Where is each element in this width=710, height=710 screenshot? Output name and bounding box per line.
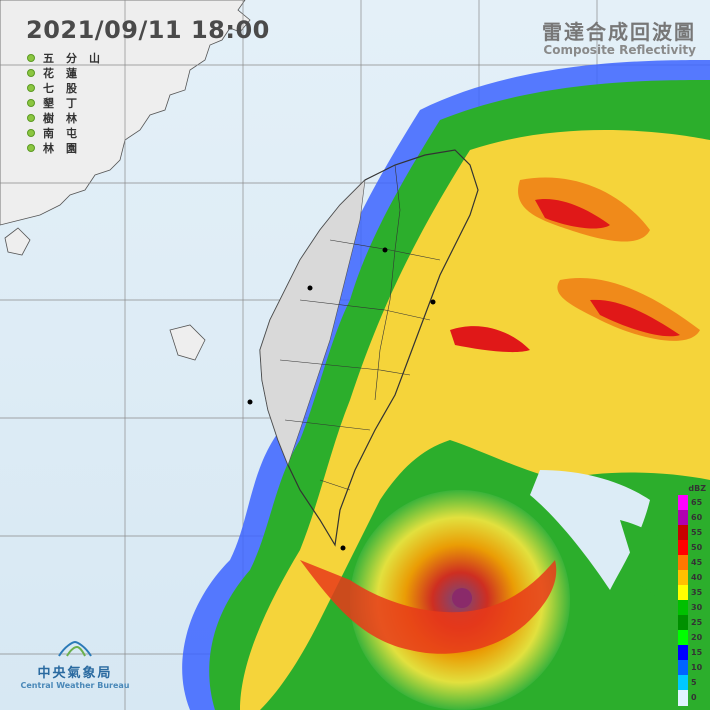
station-item: 五分山 [27,50,112,65]
legend-tick-label: 50 [691,542,703,552]
typhoon-spiral-band [300,560,557,654]
echo-intense-north [450,199,680,353]
station-dot-icon [27,68,35,77]
taiwan-west-plain [259,179,366,466]
legend-swatch [678,555,688,571]
station-dot-icon [27,98,35,107]
station-item: 樹林 [27,110,112,125]
station-name: 林園 [43,141,89,155]
legend-tick-label: 45 [691,557,703,567]
station-dot-icon [27,143,35,152]
agency-name-en: Central Weather Bureau [20,681,130,690]
station-name: 七股 [43,81,89,95]
product-title-zh: 雷達合成回波圖 [542,20,696,44]
legend-swatch [678,600,688,616]
legend-tick-label: 5 [691,677,697,687]
legend-swatch [678,540,688,556]
legend-unit: dBZ [688,484,706,493]
legend-tick-label: 20 [691,632,703,642]
legend-swatch [678,675,688,691]
typhoon-eye [452,588,472,608]
product-title-en: Composite Reflectivity [543,43,696,57]
echo-moderate-band [240,130,710,710]
china-coast-islands [4,227,206,361]
legend-tick-label: 30 [691,602,703,612]
station-name: 南屯 [43,126,89,140]
legend-tick-label: 55 [691,527,703,537]
legend-swatch [678,525,688,541]
legend-swatch [678,630,688,646]
legend-swatch [678,495,688,511]
station-dot-icon [27,128,35,137]
station-dot-icon [27,53,35,62]
legend-tick-label: 65 [691,497,703,507]
legend-swatch [678,645,688,661]
station-markers [247,247,436,551]
station-item: 南屯 [27,125,112,140]
legend-swatch [678,615,688,631]
legend-swatch [678,660,688,676]
station-item: 花蓮 [27,65,112,80]
legend-tick-label: 0 [691,692,697,702]
station-name: 五分山 [43,51,112,65]
legend-tick-label: 60 [691,512,703,522]
legend-swatch [678,510,688,526]
product-title: 雷達合成回波圖 Composite Reflectivity [542,16,696,57]
echo-gap-east [530,470,650,590]
station-item: 墾丁 [27,95,112,110]
legend-swatch [678,690,688,706]
station-item: 七股 [27,80,112,95]
legend-swatch [678,570,688,586]
cwb-emblem-icon [58,640,92,657]
legend-tick-label: 15 [691,647,703,657]
county-borders [279,164,441,491]
legend-swatch [678,585,688,601]
station-name: 墾丁 [43,96,89,110]
legend-color-bar [678,495,688,706]
station-dot-icon [27,83,35,92]
station-name: 花蓮 [43,66,89,80]
legend-tick-label: 40 [691,572,703,582]
legend-tick-label: 10 [691,662,703,672]
legend-tick-label: 25 [691,617,703,627]
agency-name-zh: 中央氣象局 [37,666,113,681]
timestamp: 2021/09/11 18:00 [26,16,270,44]
legend-tick-label: 35 [691,587,703,597]
radar-station-list: 五分山 花蓮 七股 墾丁 樹林 南屯 林園 [27,50,112,155]
station-dot-icon [27,113,35,122]
station-name: 樹林 [43,111,89,125]
agency-logo: 中央氣象局 Central Weather Bureau [20,640,130,690]
station-item: 林園 [27,140,112,155]
